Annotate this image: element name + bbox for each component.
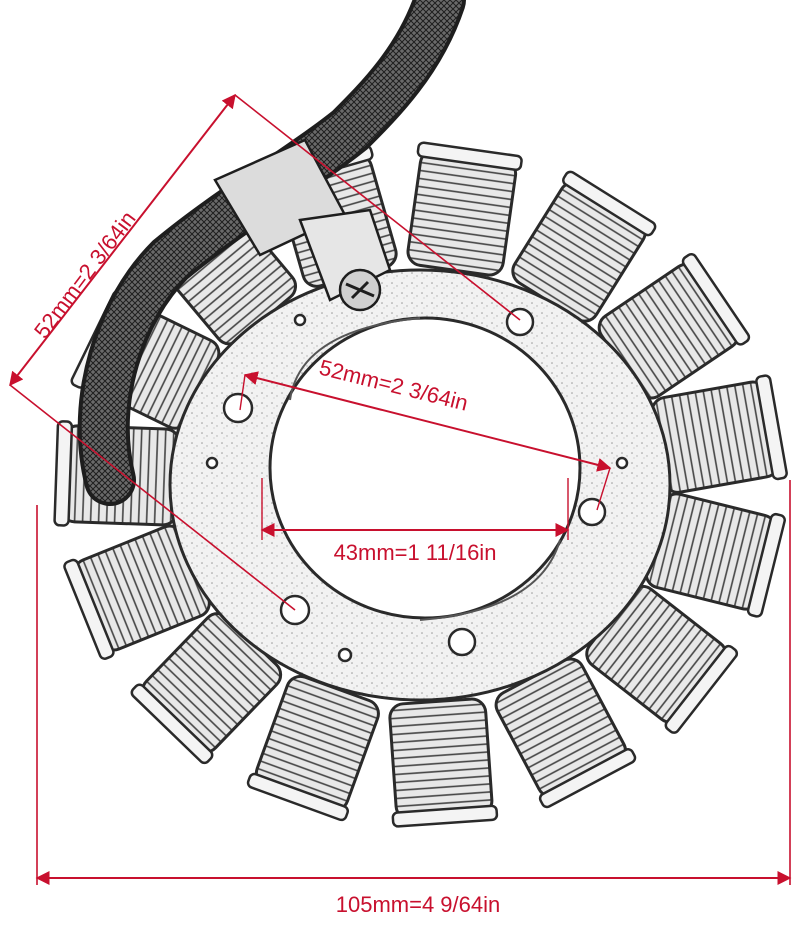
coil [644, 492, 786, 618]
overall-diameter-dimension-label: 105mm=4 9/64in [336, 892, 501, 917]
center-bore-dimension-label: 43mm=1 11/16in [334, 540, 497, 565]
coil [246, 674, 380, 822]
mounting-hole [337, 647, 353, 663]
stator-core [168, 268, 672, 702]
mounting-hole [577, 497, 607, 527]
mounting-hole [205, 456, 219, 470]
coil [511, 170, 657, 323]
center-bore [268, 316, 582, 620]
coil [388, 697, 499, 828]
mounting-hole [615, 456, 629, 470]
outer-mount-dimension-line [9, 93, 236, 387]
coil [494, 657, 637, 809]
mounting-hole [447, 627, 477, 657]
mounting-hole [293, 313, 307, 327]
dimension-lines [9, 93, 792, 885]
coil [130, 612, 283, 765]
inner-hole-dimension-line [243, 371, 612, 472]
coil [406, 141, 523, 277]
coil [650, 374, 788, 494]
mounting-hole [222, 392, 254, 424]
